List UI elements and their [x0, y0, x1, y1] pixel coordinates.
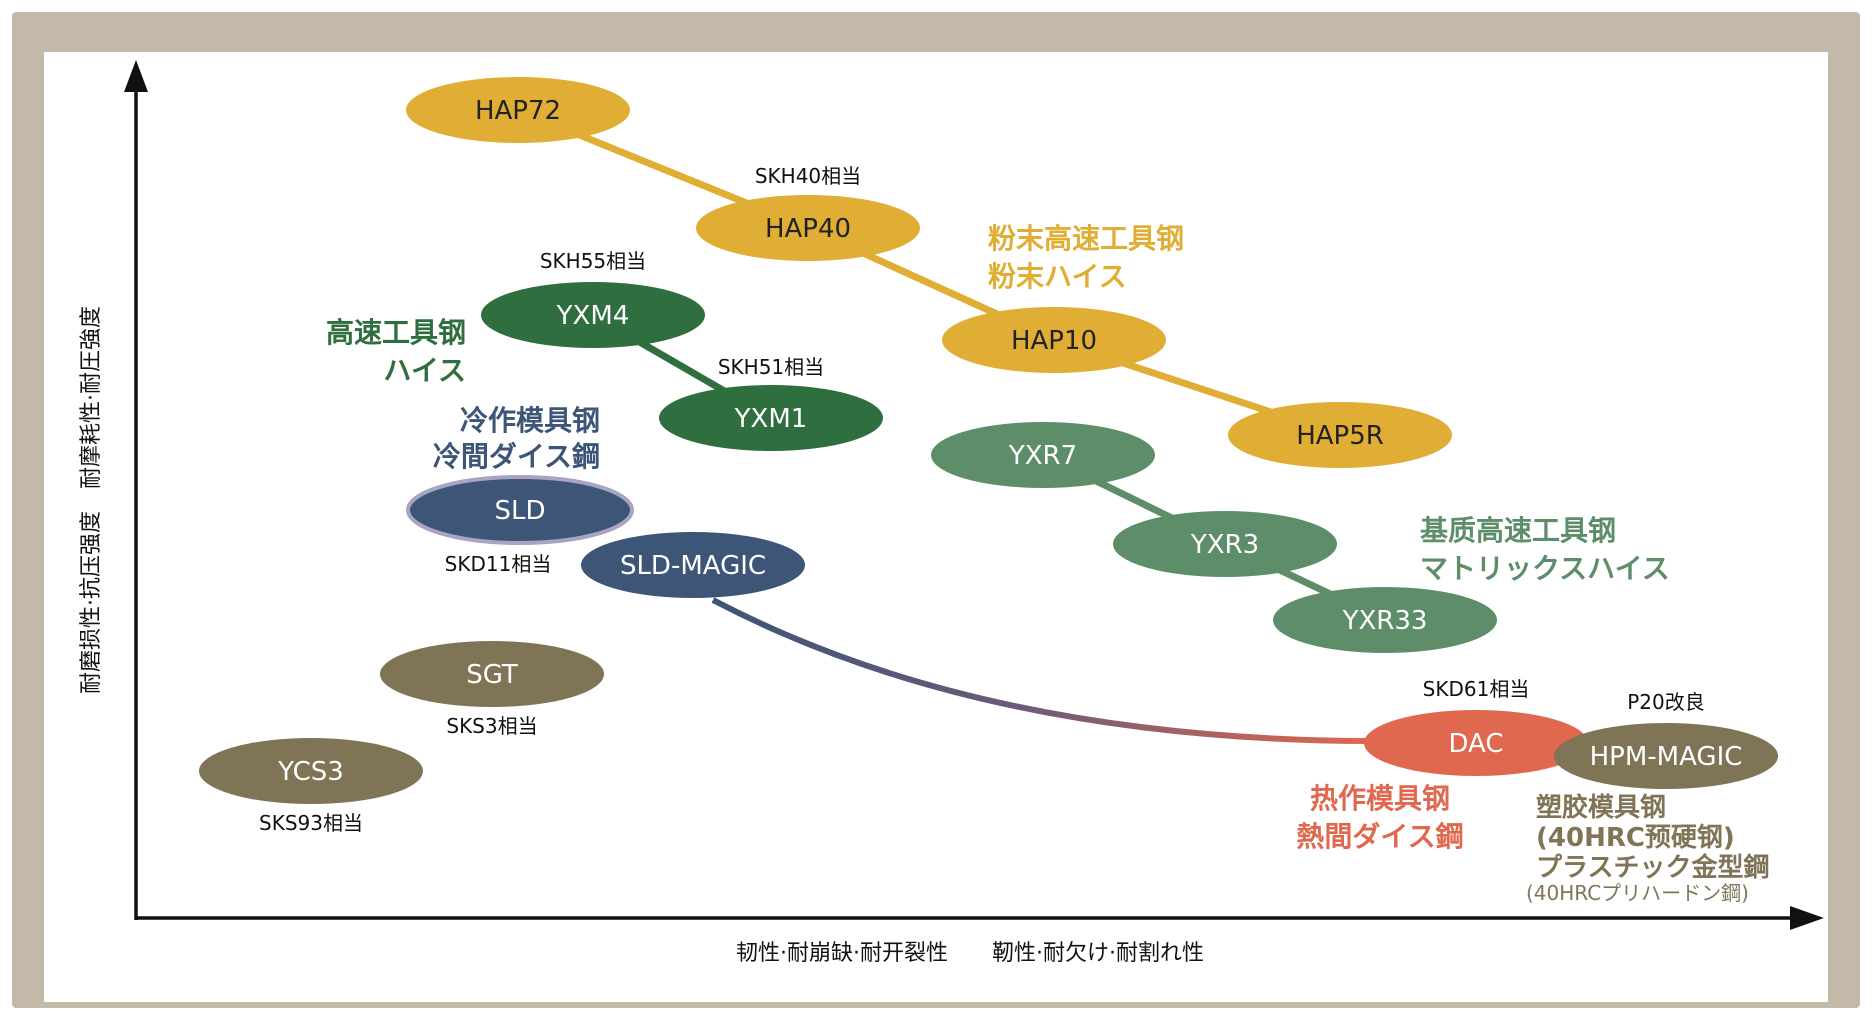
- hot-work-cn: 热作模具钢: [1310, 782, 1450, 815]
- cold-work-jp: 冷間ダイス鋼: [433, 440, 600, 473]
- sld-label: SLD: [494, 496, 545, 526]
- yxm4-ellipse: [481, 282, 705, 348]
- equivalent-labels: SKH40相当 SKH55相当 SKH51相当 SKD11相当 SKS3相当 S…: [259, 164, 1705, 835]
- plot-area: [44, 52, 1828, 1002]
- sks93-equivalent: SKS93相当: [259, 811, 363, 835]
- powder-hss-jp: 粉末ハイス: [988, 260, 1127, 293]
- yxm1-label: YXM1: [734, 404, 808, 434]
- cold-to-hot-work-curve: [711, 597, 1372, 744]
- yxr7-ellipse: [931, 422, 1155, 488]
- hap5r-label: HAP5R: [1296, 421, 1384, 451]
- grade-ycs3: YCS3: [199, 738, 423, 804]
- hap72-ellipse: [406, 77, 630, 143]
- dac-ellipse: [1364, 710, 1588, 776]
- yxr33-ellipse: [1273, 587, 1497, 653]
- category-hss: 高速工具钢 ハイス: [326, 316, 466, 387]
- p20-improved: P20改良: [1627, 690, 1705, 714]
- grade-sld-magic: SLD-MAGIC: [581, 532, 805, 598]
- sgt-ellipse: [380, 641, 604, 707]
- skh51-equivalent: SKH51相当: [718, 355, 824, 379]
- y-axis-arrow: [124, 60, 148, 92]
- grade-hap10: HAP10: [942, 307, 1166, 373]
- skh40-equivalent: SKH40相当: [755, 164, 861, 188]
- grade-yxr33: YXR33: [1273, 587, 1497, 653]
- x-axis-label: 韧性·耐崩缺·耐开裂性 靭性·耐欠け·耐割れ性: [736, 941, 1204, 966]
- yxr33-label: YXR33: [1342, 606, 1428, 636]
- yxr3-label: YXR3: [1190, 530, 1259, 560]
- cold-work-cn: 冷作模具钢: [460, 404, 600, 437]
- category-cold-work: 冷作模具钢 冷間ダイス鋼: [433, 404, 600, 473]
- sgt-label: SGT: [466, 660, 518, 690]
- category-hot-work: 热作模具钢 熱間ダイス鋼: [1296, 782, 1463, 853]
- category-plastic-mold: 塑胶模具钢 (40HRC预硬钢) プラスチック金型鋼 (40HRCプリハードン鋼…: [1526, 792, 1769, 905]
- sld-ellipse: [406, 475, 634, 545]
- hap40-label: HAP40: [765, 214, 851, 244]
- yxr7-label: YXR7: [1008, 441, 1077, 471]
- grade-hap72: HAP72: [406, 77, 630, 143]
- powder-hss-cn: 粉末高速工具钢: [988, 222, 1184, 255]
- ycs3-ellipse: [199, 738, 423, 804]
- skd11-equivalent: SKD11相当: [445, 552, 552, 576]
- grade-yxm4: YXM4: [481, 282, 705, 348]
- hap72-label: HAP72: [475, 96, 561, 126]
- ycs3-label: YCS3: [277, 757, 344, 787]
- yxr3-ellipse: [1113, 511, 1337, 577]
- grade-hap5r: HAP5R: [1228, 402, 1452, 468]
- y-axis-label: 耐磨损性·抗压强度 耐摩耗性·耐圧強度: [79, 306, 104, 694]
- plastic-mold-jp-sub: (40HRCプリハードン鋼): [1526, 881, 1749, 905]
- sks3-equivalent: SKS3相当: [446, 714, 537, 738]
- skd61-equivalent: SKD61相当: [1423, 677, 1530, 701]
- yxm4-label: YXM4: [556, 301, 630, 331]
- grade-yxr3: YXR3: [1113, 511, 1337, 577]
- hap10-ellipse: [942, 307, 1166, 373]
- hap10-label: HAP10: [1011, 326, 1097, 356]
- sld-magic-ellipse: [581, 532, 805, 598]
- x-axis-arrow: [1790, 906, 1824, 930]
- hap5r-ellipse: [1228, 402, 1452, 468]
- hpm-magic-label: HPM-MAGIC: [1590, 742, 1743, 772]
- plastic-mold-jp: プラスチック金型鋼: [1536, 852, 1769, 883]
- matrix-hss-cn: 基质高速工具钢: [1420, 514, 1616, 547]
- sld-magic-label: SLD-MAGIC: [620, 551, 766, 581]
- hot-work-jp: 熱間ダイス鋼: [1296, 820, 1463, 853]
- hpm-magic-ellipse: [1554, 723, 1778, 789]
- grade-sgt: SGT: [380, 641, 604, 707]
- yxm1-ellipse: [659, 385, 883, 451]
- grade-hpm-magic: HPM-MAGIC: [1554, 723, 1778, 789]
- hss-cn: 高速工具钢: [326, 316, 466, 349]
- plastic-mold-cn: 塑胶模具钢: [1536, 792, 1666, 823]
- grade-yxm1: YXM1: [659, 385, 883, 451]
- powder-hss-connector: [516, 106, 1342, 439]
- category-powder-hss: 粉末高速工具钢 粉末ハイス: [988, 222, 1184, 293]
- hss-jp: ハイス: [383, 354, 466, 387]
- grade-hap40: HAP40: [696, 195, 920, 261]
- matrix-hss-jp: マトリックスハイス: [1420, 552, 1670, 585]
- grade-yxr7: YXR7: [931, 422, 1155, 488]
- category-matrix-hss: 基质高速工具钢 マトリックスハイス: [1420, 514, 1670, 585]
- grade-dac: DAC: [1364, 710, 1588, 776]
- hap40-ellipse: [696, 195, 920, 261]
- dac-label: DAC: [1448, 729, 1503, 759]
- grade-sld: SLD: [406, 475, 634, 545]
- plastic-mold-cn-sub: (40HRC预硬钢): [1536, 823, 1735, 853]
- skh55-equivalent: SKH55相当: [540, 249, 646, 273]
